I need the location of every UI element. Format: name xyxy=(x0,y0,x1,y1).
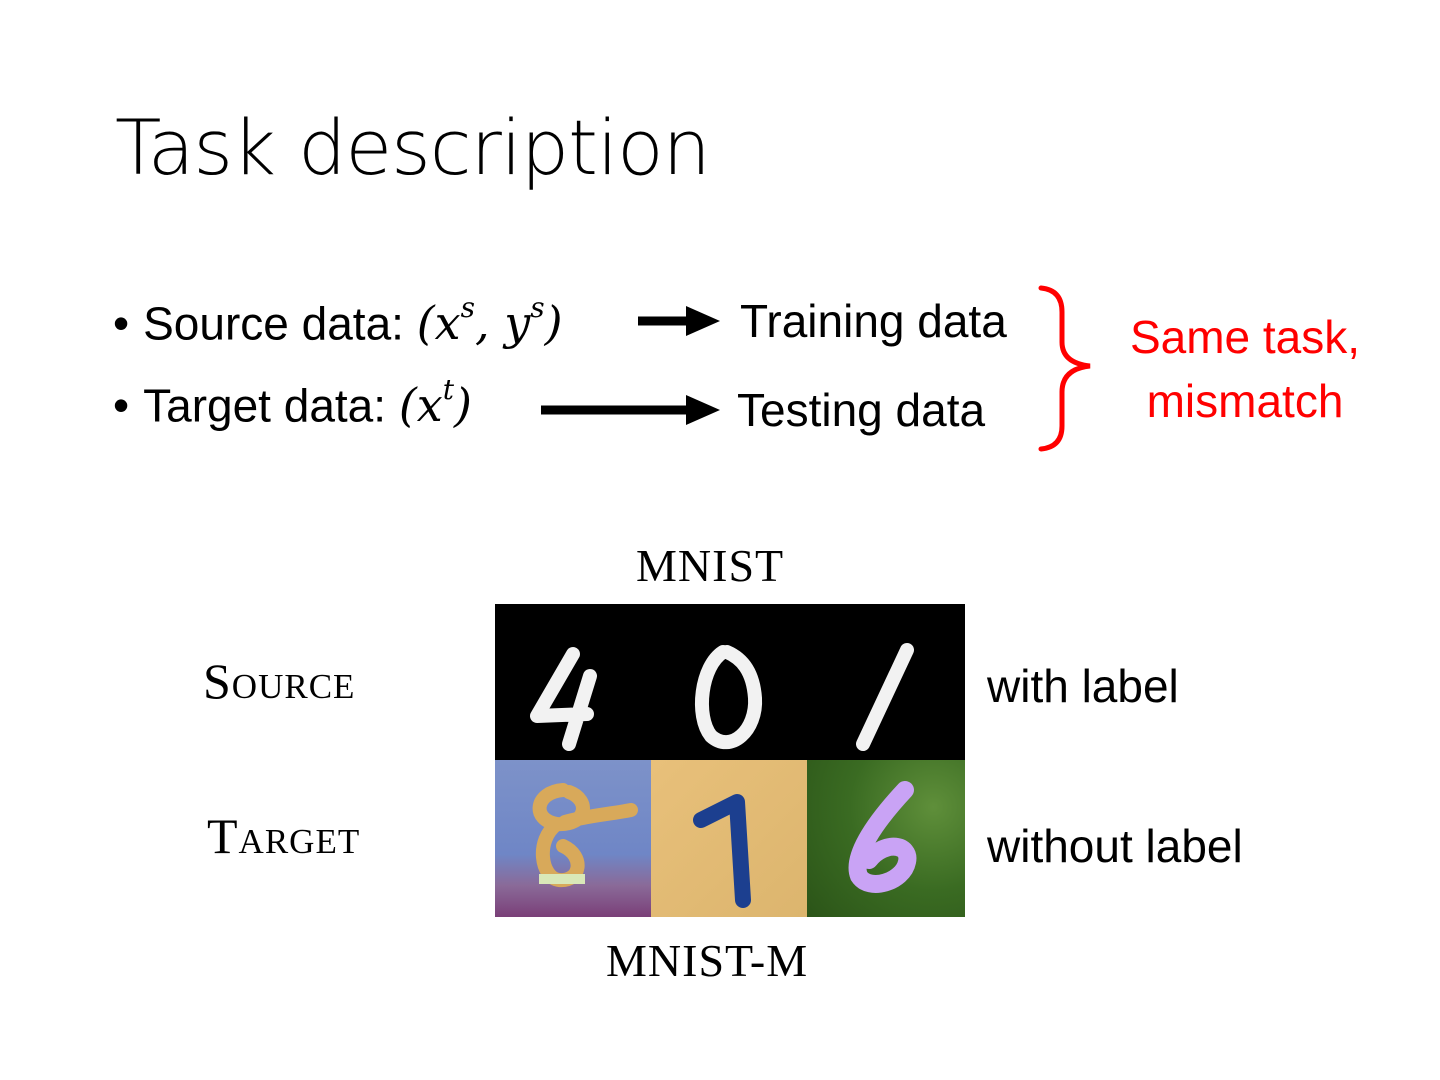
source-row-label: Source xyxy=(203,656,355,706)
mnist-m-tile-6 xyxy=(807,760,965,917)
without-label-text: without label xyxy=(987,823,1243,869)
digit-8-image xyxy=(540,790,631,880)
mnist-digits xyxy=(495,604,965,760)
mnist-m-tile-1 xyxy=(651,760,807,917)
digit-1-image xyxy=(863,650,907,744)
digit-0-image xyxy=(702,652,755,742)
mnist-image-strip xyxy=(495,604,965,760)
mnist-label: MNIST xyxy=(636,543,784,589)
digit-1-mnistm-image xyxy=(701,802,743,900)
target-row-label: Target xyxy=(207,811,360,861)
arrow-source-to-training xyxy=(638,306,720,336)
digit-6-image xyxy=(858,790,908,884)
digit-4-image xyxy=(537,654,590,744)
right-brace xyxy=(1041,288,1090,449)
mnist-m-label: MNIST-M xyxy=(606,938,808,984)
with-label-text: with label xyxy=(987,663,1179,709)
mnist-m-tile-8 xyxy=(495,760,651,917)
arrow-target-to-testing xyxy=(541,395,720,425)
